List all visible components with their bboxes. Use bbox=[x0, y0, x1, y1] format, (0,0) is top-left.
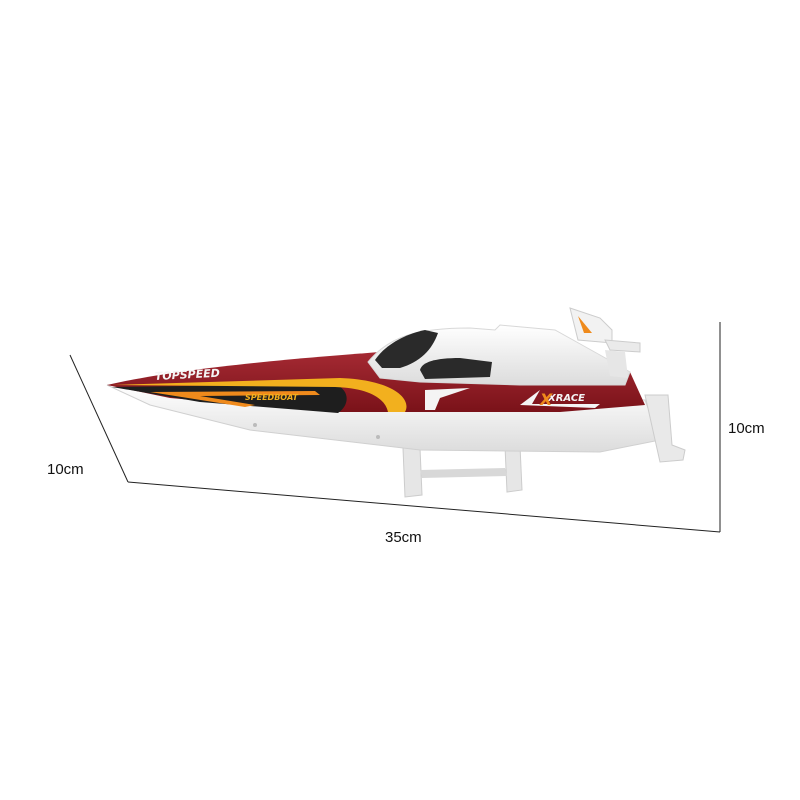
depth-dimension-line bbox=[69, 354, 129, 483]
height-label: 10cm bbox=[728, 420, 765, 437]
boat-motor bbox=[644, 394, 686, 463]
depth-label: 10cm bbox=[47, 461, 84, 478]
brand-x-mark: X bbox=[539, 390, 553, 409]
yellow-stripe bbox=[112, 378, 407, 412]
side-decal-text: SPEEDBOAT bbox=[245, 393, 299, 402]
bow-decal-text: TOPSPEED bbox=[154, 367, 220, 383]
orange-stripe bbox=[150, 391, 320, 407]
hull-rivet bbox=[376, 435, 380, 439]
length-dimension-line bbox=[127, 481, 721, 533]
boat-spoiler bbox=[569, 307, 641, 378]
side-window bbox=[420, 358, 492, 379]
brand-decal-text: XRACE bbox=[547, 393, 585, 404]
brand-accent bbox=[520, 390, 600, 408]
boat-stand bbox=[402, 445, 523, 498]
length-label: 35cm bbox=[385, 529, 422, 546]
hull-rivet bbox=[253, 423, 257, 427]
white-accent bbox=[425, 388, 470, 410]
front-window bbox=[375, 330, 438, 368]
